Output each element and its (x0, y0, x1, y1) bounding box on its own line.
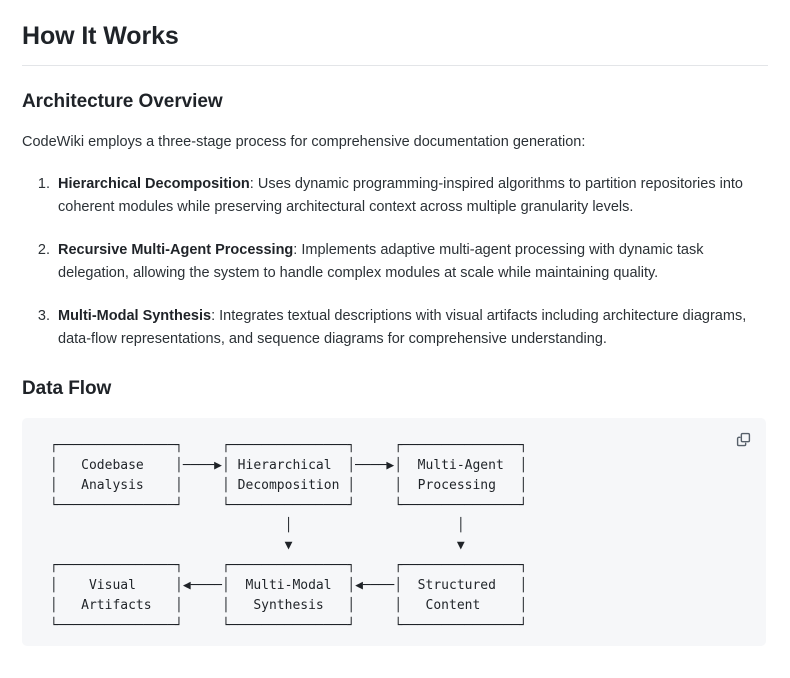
step-description: Uses dynamic programming-inspired algori… (58, 175, 743, 216)
copy-icon-button[interactable] (730, 426, 756, 452)
data-flow-ascii-diagram: ┌───────────────┐ ┌───────────────┐ ┌───… (49, 438, 528, 634)
step-separator: : (211, 307, 220, 324)
step-description: Integrates textual descriptions with vis… (58, 307, 747, 348)
title-divider (22, 64, 768, 66)
architecture-intro-paragraph: CodeWiki employs a three-stage process f… (22, 134, 586, 151)
step-description: Implements adaptive multi-agent processi… (58, 241, 704, 282)
copy-icon (736, 432, 751, 447)
page-title: How It Works (22, 22, 179, 50)
step-term: Multi-Modal Synthesis (58, 307, 212, 324)
step-separator: : (249, 175, 258, 192)
step-term: Recursive Multi-Agent Processing (58, 241, 294, 258)
step-separator: : (293, 241, 302, 258)
section-heading-architecture-overview: Architecture Overview (22, 90, 223, 112)
step-term: Hierarchical Decomposition (58, 175, 250, 192)
architecture-steps-list: Hierarchical Decomposition: Uses dynamic… (22, 173, 768, 352)
list-item: Recursive Multi-Agent Processing: Implem… (54, 239, 768, 286)
list-item: Multi-Modal Synthesis: Integrates textua… (54, 305, 768, 352)
list-item: Hierarchical Decomposition: Uses dynamic… (54, 173, 768, 220)
section-heading-data-flow: Data Flow (22, 377, 112, 399)
data-flow-code-block: ┌───────────────┐ ┌───────────────┐ ┌───… (22, 418, 766, 647)
